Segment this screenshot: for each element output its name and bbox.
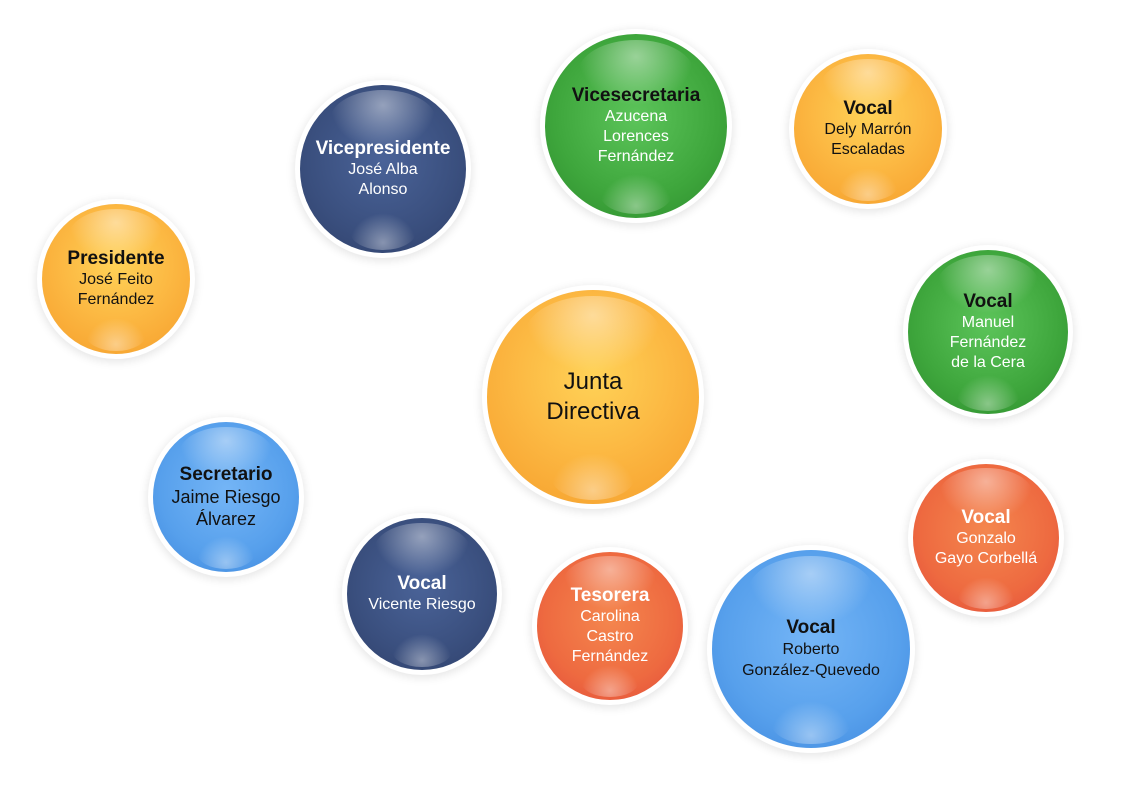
- member-role: Vocal: [963, 291, 1013, 312]
- member-name: Gonzalo Gayo Corbellá: [934, 530, 1038, 567]
- member-bubble-presidente: Presidente José Feito Fernández: [42, 204, 190, 354]
- member-name: Jaime Riesgo Álvarez: [171, 487, 281, 529]
- member-role: Vicesecretaria: [571, 85, 701, 106]
- member-role: Tesorera: [570, 585, 650, 606]
- member-role: Vocal: [786, 617, 836, 638]
- member-role: Vocal: [843, 98, 893, 119]
- member-bubble-vocal-dely: Vocal Dely Marrón Escaladas: [794, 54, 942, 204]
- member-name: Carolina Castro Fernández: [571, 608, 649, 665]
- member-name: Vicente Riesgo: [368, 596, 476, 613]
- member-name: Azucena Lorences Fernández: [597, 108, 675, 165]
- member-name: Roberto González-Quevedo: [742, 641, 880, 679]
- member-role: Vocal: [397, 573, 447, 594]
- member-name: José Alba Alonso: [348, 161, 418, 198]
- member-bubble-vicesecretaria: Vicesecretaria Azucena Lorences Fernánde…: [545, 34, 727, 218]
- member-role: Vicepresidente: [315, 138, 451, 159]
- member-role: Presidente: [67, 248, 165, 269]
- member-bubble-tesorera: Tesorera Carolina Castro Fernández: [537, 552, 683, 700]
- member-bubble-vocal-vicente: Vocal Vicente Riesgo: [347, 518, 497, 670]
- member-name: Dely Marrón Escaladas: [824, 121, 912, 158]
- member-bubble-vocal-gonzalo: Vocal Gonzalo Gayo Corbellá: [913, 464, 1059, 612]
- member-bubble-vocal-manuel: Vocal Manuel Fernández de la Cera: [908, 250, 1068, 414]
- member-role: Secretario: [179, 464, 273, 485]
- center-label: Junta Directiva: [546, 368, 640, 425]
- member-role: Vocal: [961, 507, 1011, 528]
- member-bubble-secretario: Secretario Jaime Riesgo Álvarez: [153, 422, 299, 572]
- member-bubble-vocal-roberto: Vocal Roberto González-Quevedo: [712, 550, 910, 748]
- member-bubble-vicepresidente: Vicepresidente José Alba Alonso: [300, 85, 466, 253]
- member-name: José Feito Fernández: [77, 271, 155, 308]
- center-bubble-junta-directiva: Junta Directiva: [487, 290, 699, 504]
- member-name: Manuel Fernández de la Cera: [949, 314, 1027, 371]
